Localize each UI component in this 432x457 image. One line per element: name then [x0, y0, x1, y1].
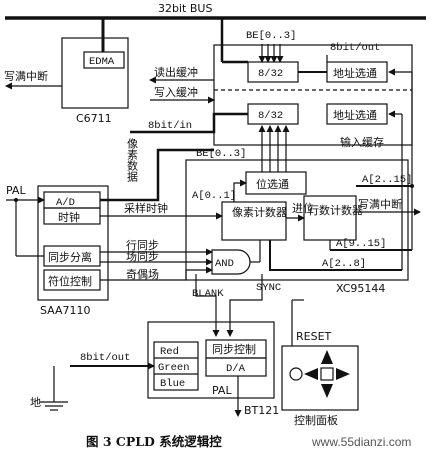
- a915-label: A[9..15]: [336, 238, 386, 250]
- reset-label: RESET: [296, 330, 332, 343]
- odd-even-label: 奇偶场: [126, 267, 159, 281]
- bit8-out-top-label: 8bit/out: [330, 42, 380, 54]
- dpad-icon: [304, 350, 350, 398]
- write-buffer-label: 写入缓冲: [154, 85, 198, 99]
- control-panel-box: [281, 345, 359, 411]
- reset-button-icon: [289, 367, 303, 381]
- da-label: D/A: [226, 363, 246, 375]
- blank-label: BLANK: [192, 288, 224, 300]
- addr-select-bottom-label: 地址选通: [333, 108, 377, 122]
- clock-label: 时钟: [58, 210, 80, 224]
- bit-select-label: 位选通: [256, 177, 289, 191]
- a28-label: A[2..8]: [322, 258, 366, 270]
- carry-label: 进位: [292, 201, 314, 215]
- input-buffer-block: [213, 44, 413, 146]
- parity-ctrl-label: 符位控制: [48, 274, 92, 288]
- input-buffer-label: 输入缓存: [340, 135, 384, 149]
- write-full-left-label: 写满中断: [4, 69, 48, 83]
- addr-select-top-label: 地址选通: [333, 66, 377, 80]
- saa7110-label: SAA7110: [40, 304, 91, 317]
- and-gate: [211, 249, 251, 275]
- ad-label: A/D: [56, 197, 75, 209]
- da-box: [205, 357, 267, 377]
- pixel-counter-box: [221, 201, 287, 241]
- a01-label: A[0..1]: [192, 190, 236, 202]
- xc95144-label: XC95144: [336, 282, 385, 295]
- blue-label: Blue: [160, 378, 185, 390]
- red-label: Red: [160, 346, 179, 358]
- addr-select-bottom-box: [326, 103, 388, 125]
- a215-label: A[2..15]: [362, 174, 412, 186]
- sync-sep-box: [43, 245, 101, 267]
- sync-ctrl-label: 同步控制: [212, 342, 256, 356]
- and-label: AND: [215, 258, 234, 270]
- sampling-clock-label: 采样时钟: [124, 201, 168, 215]
- watermark: www.55dianzi.com: [311, 435, 411, 449]
- sync-sep-label: 同步分离: [48, 250, 92, 264]
- pixel-counter-label: 像素计数器: [232, 206, 287, 219]
- bt121-block: [147, 321, 275, 399]
- figure-caption: 图 3 CPLD 系统逻辑控: [86, 434, 222, 449]
- c6711-block: [61, 37, 129, 109]
- ground-label: 地: [30, 396, 41, 409]
- edma-label: EDMA: [89, 56, 115, 68]
- bus-label: 32bit BUS: [158, 2, 212, 15]
- saa7110-block: [37, 185, 109, 301]
- control-panel-label: 控制面板: [294, 413, 338, 427]
- write-full-right-label: 写满中断: [358, 197, 402, 211]
- buffer-832-top-label: 8/32: [258, 68, 283, 80]
- pal-in-label: PAL: [6, 184, 26, 197]
- pixel-data-label: 像素数据: [126, 138, 139, 183]
- be-mid-label: BE[0..3]: [196, 148, 246, 160]
- be-top-label: BE[0..3]: [246, 30, 296, 42]
- bit8-out-bottom-label: 8bit/out: [80, 352, 130, 364]
- xc95144-block: [185, 159, 409, 281]
- read-buffer-label: 读出缓冲: [154, 65, 198, 79]
- pal-out-label: PAL: [212, 384, 232, 397]
- c6711-label: C6711: [76, 112, 112, 125]
- line-counter-label: 行数计数器: [308, 204, 363, 217]
- bt121-label: BT121: [244, 404, 279, 417]
- line-sync-label: 行同步: [126, 239, 159, 252]
- sync-label: SYNC: [256, 282, 281, 294]
- field-sync-label: 场同步: [126, 249, 159, 263]
- green-label: Green: [158, 362, 190, 374]
- buffer-832-bottom-label: 8/32: [258, 110, 283, 122]
- bit8-in-label: 8bit/in: [148, 120, 192, 132]
